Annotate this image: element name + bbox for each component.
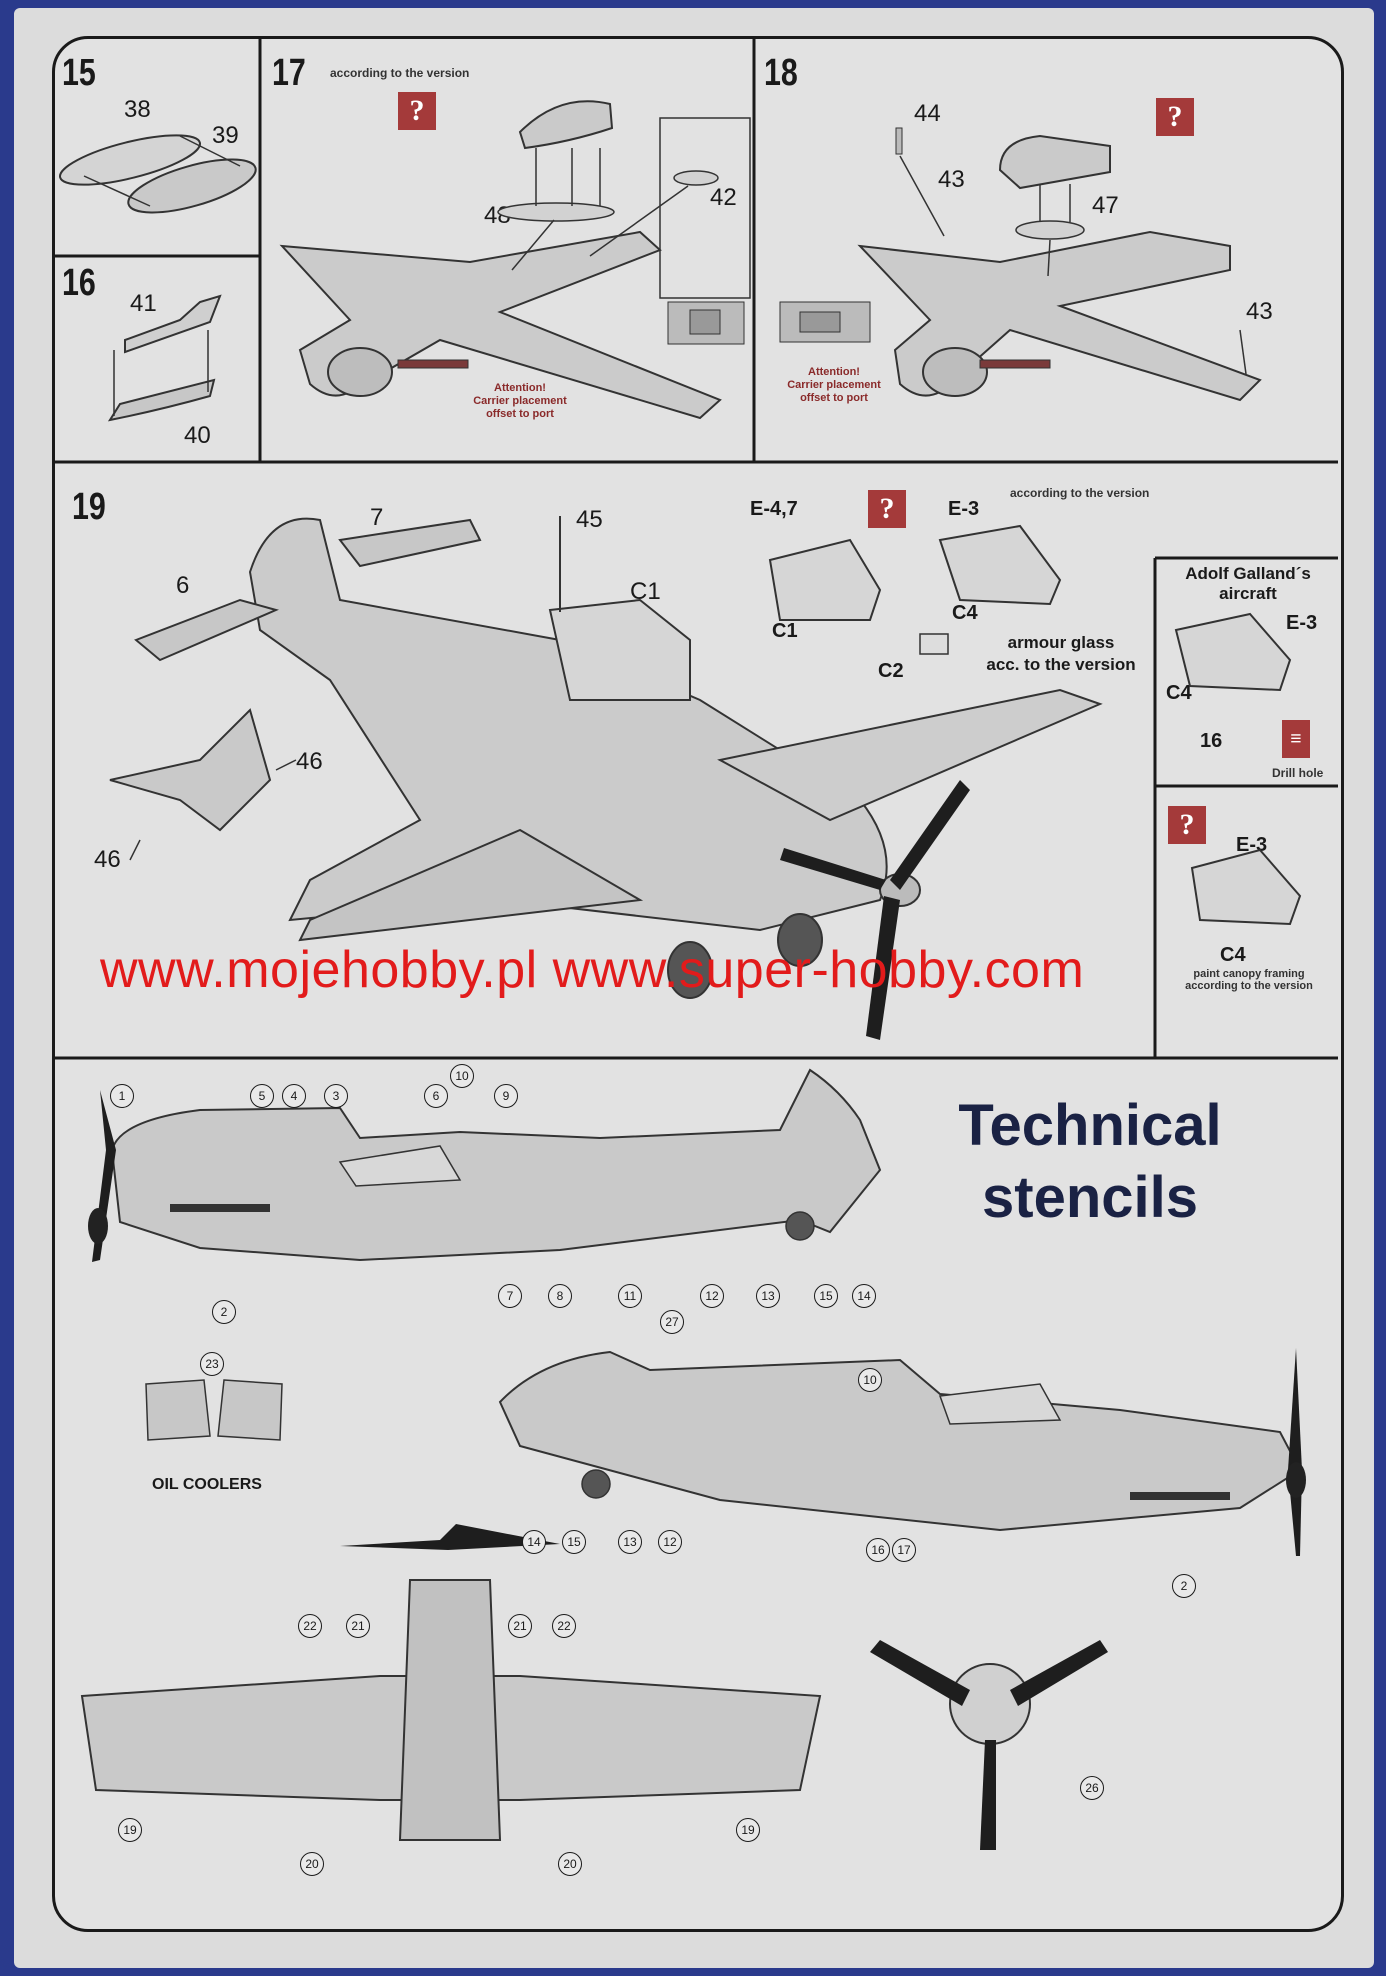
part-45-label: 45 [576, 506, 603, 533]
inset-note-line-1: paint canopy framing [1193, 968, 1305, 980]
part-38-label: 38 [124, 96, 151, 123]
canopy-c4-label: C4 [952, 602, 978, 624]
variant-version-note: according to the version [1010, 486, 1150, 500]
part-47-label: 47 [1092, 192, 1119, 219]
armour-note-line-2: acc. to the version [986, 655, 1136, 674]
galland-title-line-2: aircraft [1219, 584, 1277, 603]
question-icon: ? [1156, 98, 1194, 136]
callout-19: 19 [736, 1818, 760, 1842]
armour-note-line-1: armour glass [1007, 633, 1115, 652]
part-46-label: 46 [296, 748, 323, 775]
callout-3: 3 [324, 1084, 348, 1108]
attention-line-1: Attention! [808, 366, 860, 378]
part-42-label: 42 [710, 184, 737, 211]
callout-11: 11 [618, 1284, 642, 1308]
watermark-text: www.mojehobby.pl www.super-hobby.com [100, 941, 1085, 999]
question-icon: ? [868, 490, 906, 528]
step-17-number: 17 [272, 52, 306, 94]
callout-17: 17 [892, 1538, 916, 1562]
callout-21: 21 [346, 1614, 370, 1638]
variant-e47-label: E-4,7 [750, 498, 798, 520]
step-16-number: 16 [62, 262, 96, 304]
inset-note: paint canopy framing according to the ve… [1164, 968, 1334, 992]
callout-13: 13 [756, 1284, 780, 1308]
callout-2: 2 [1172, 1574, 1196, 1598]
part-43b-label: 43 [1246, 298, 1273, 325]
part-6-label: 6 [176, 572, 190, 599]
attention-line-2: Carrier placement [473, 395, 567, 407]
question-icon: ? [1168, 806, 1206, 844]
variant-e3-label: E-3 [948, 498, 980, 520]
step-17-version-note: according to the version [330, 66, 470, 80]
oil-coolers-label: OIL COOLERS [152, 1476, 262, 1493]
drill-hole-label: Drill hole [1272, 766, 1324, 780]
callout-5: 5 [250, 1084, 274, 1108]
step-15-number: 15 [62, 52, 96, 94]
callout-12: 12 [658, 1530, 682, 1554]
part-46b-label: 46 [94, 846, 121, 873]
callout-27: 27 [660, 1310, 684, 1334]
step-18-number: 18 [764, 52, 798, 94]
canopy-c2-label: C2 [878, 660, 904, 682]
galland-c4-label: C4 [1166, 682, 1192, 704]
galland-title-line-1: Adolf Galland´s [1185, 564, 1311, 583]
callout-21: 21 [508, 1614, 532, 1638]
callout-13: 13 [618, 1530, 642, 1554]
inset-c4-label: C4 [1220, 944, 1246, 966]
part-7-label: 7 [370, 504, 384, 531]
callout-1: 1 [110, 1084, 134, 1108]
attention-line-3: offset to port [486, 408, 554, 420]
attention-line-3: offset to port [800, 392, 868, 404]
callout-8: 8 [548, 1284, 572, 1308]
part-40-label: 40 [184, 422, 211, 449]
callout-22: 22 [552, 1614, 576, 1638]
callout-10: 10 [450, 1064, 474, 1088]
step-17-attention: Attention! Carrier placement offset to p… [450, 382, 590, 421]
technical-stencils-title: Technical stencils [930, 1090, 1250, 1234]
callout-23: 23 [200, 1352, 224, 1376]
callout-19: 19 [118, 1818, 142, 1842]
callout-15: 15 [562, 1530, 586, 1554]
callout-6: 6 [424, 1084, 448, 1108]
galland-e3-label: E-3 [1286, 612, 1318, 634]
title-line-1: Technical [958, 1093, 1222, 1158]
callout-14: 14 [522, 1530, 546, 1554]
callout-16: 16 [866, 1538, 890, 1562]
callout-9: 9 [494, 1084, 518, 1108]
galland-title: Adolf Galland´s aircraft [1160, 564, 1336, 604]
callout-15: 15 [814, 1284, 838, 1308]
callout-20: 20 [300, 1852, 324, 1876]
callout-2: 2 [212, 1300, 236, 1324]
canopy-c1-label: C1 [772, 620, 798, 642]
callout-12: 12 [700, 1284, 724, 1308]
part-41-label: 41 [130, 290, 157, 317]
attention-line-2: Carrier placement [787, 379, 881, 391]
part-44-label: 44 [914, 100, 941, 127]
callout-4: 4 [282, 1084, 306, 1108]
step-18-attention: Attention! Carrier placement offset to p… [764, 366, 904, 405]
drill-icon: ≡ [1282, 720, 1310, 758]
callout-10: 10 [858, 1368, 882, 1392]
inset-note-line-2: according to the version [1185, 980, 1313, 992]
callout-14: 14 [852, 1284, 876, 1308]
callout-22: 22 [298, 1614, 322, 1638]
callout-7: 7 [498, 1284, 522, 1308]
part-39-label: 39 [212, 122, 239, 149]
galland-part-16-label: 16 [1200, 730, 1223, 752]
part-43-label: 43 [938, 166, 965, 193]
title-line-2: stencils [982, 1165, 1198, 1230]
attention-line-1: Attention! [494, 382, 546, 394]
callout-20: 20 [558, 1852, 582, 1876]
armour-glass-note: armour glass acc. to the version [966, 632, 1156, 676]
question-icon: ? [398, 92, 436, 130]
callout-26: 26 [1080, 1776, 1104, 1800]
step-19-number: 19 [72, 486, 106, 528]
